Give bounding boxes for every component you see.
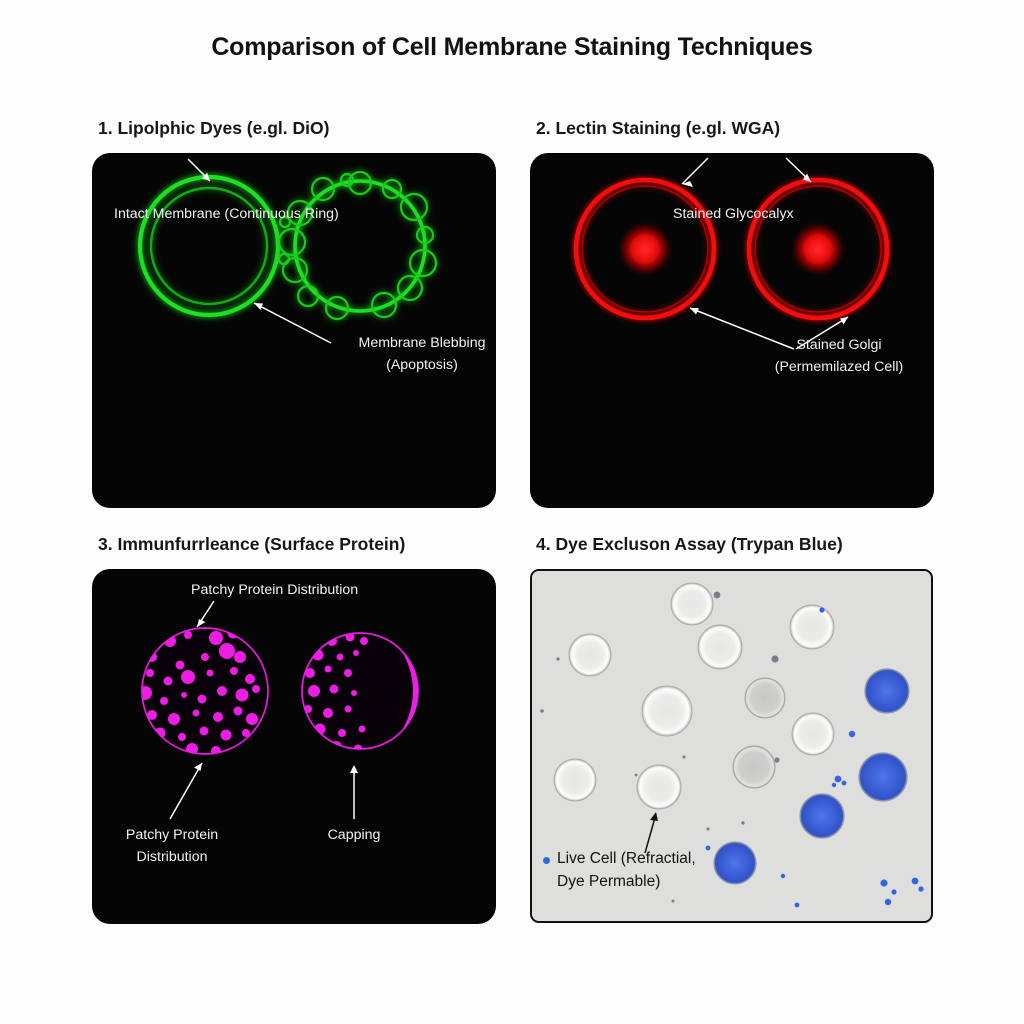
panel-dye-exclusion-assay: 4. Dye Excluson Assay (Trypan Blue) — [530, 534, 934, 924]
anno-capping: Capping — [327, 827, 381, 843]
arrow-membrane-blebbing — [253, 302, 332, 344]
anno-live-cell-line1: Live Cell (Refractial, — [557, 850, 696, 867]
panel-4-title: 4. Dye Excluson Assay (Trypan Blue) — [536, 534, 843, 554]
live-cell-marker-dot — [543, 857, 550, 864]
anno-patchy-protein-bottom-line2: Distribution — [136, 849, 208, 865]
anno-stained-golgi-line1: Stained Golgi — [796, 337, 882, 353]
blebbing-cell — [277, 170, 438, 321]
glycocalyx-cell-right — [746, 177, 890, 321]
panel-4-image: Live Cell (Refractial, Dye Permable) — [530, 569, 933, 923]
arrow-stained-golgi-right — [795, 316, 849, 350]
panel-lectin-staining: 2. Lectin Staining (e.gl. WGA) — [530, 118, 934, 508]
arrow-stained-glycocalyx-left — [681, 157, 709, 187]
panel-3-graphics — [141, 600, 419, 820]
panel-3-title: 3. Immunfurrleance (Surface Protein) — [98, 534, 406, 554]
panel-1-graphics — [137, 158, 438, 344]
blue-debris — [705, 607, 924, 908]
live-refractile-cell — [553, 582, 835, 810]
anno-membrane-blebbing-line1: Membrane Blebbing — [358, 335, 486, 351]
anno-live-cell-line2: Dye Permable) — [557, 873, 661, 890]
panel-4-graphics — [532, 571, 926, 916]
panel-2-image: Stained Glycocalyx Stained Golgi (Permem… — [530, 153, 934, 508]
arrow-intact-membrane — [187, 158, 211, 182]
panel-immunofluorescence: 3. Immunfurrleance (Surface Protein) — [92, 534, 496, 924]
intact-cell — [137, 174, 281, 318]
panel-lipophilic-dyes: 1. Lipolphic Dyes (e.gl. DiO) — [92, 118, 496, 508]
panel-3-image: Patchy Protein Distribution Patchy Prote… — [92, 569, 496, 924]
panel-2-title: 2. Lectin Staining (e.gl. WGA) — [536, 118, 781, 138]
panel-1-image: Intact Membrane (Continuous Ring) Membra… — [92, 153, 496, 508]
anno-patchy-protein-bottom-line1: Patchy Protein — [125, 827, 219, 843]
arrow-capping — [350, 765, 358, 819]
arrow-stained-golgi-left — [689, 307, 795, 350]
arrow-patchy-protein-top — [196, 600, 215, 628]
panel-2-graphics — [573, 157, 890, 350]
anno-membrane-blebbing-line2: (Apoptosis) — [386, 357, 458, 373]
arrow-live-cell — [644, 812, 658, 854]
anno-stained-golgi-line2: (Permemilazed Cell) — [774, 359, 904, 375]
debris — [540, 591, 780, 903]
capped-cell — [301, 632, 419, 750]
page-title: Comparison of Cell Membrane Staining Tec… — [211, 33, 813, 61]
anno-intact-membrane: Intact Membrane (Continuous Ring) — [114, 206, 339, 222]
patchy-cell — [141, 627, 269, 755]
anno-stained-glycocalyx: Stained Glycocalyx — [673, 206, 794, 222]
arrow-stained-glycocalyx-right — [785, 157, 812, 183]
panel-1-title: 1. Lipolphic Dyes (e.gl. DiO) — [98, 118, 330, 138]
anno-patchy-protein-top: Patchy Protein Distribution — [191, 582, 359, 598]
dead-stained-cell — [713, 668, 910, 885]
arrow-patchy-protein-bottom — [169, 762, 203, 820]
glycocalyx-cell-left — [573, 177, 717, 321]
